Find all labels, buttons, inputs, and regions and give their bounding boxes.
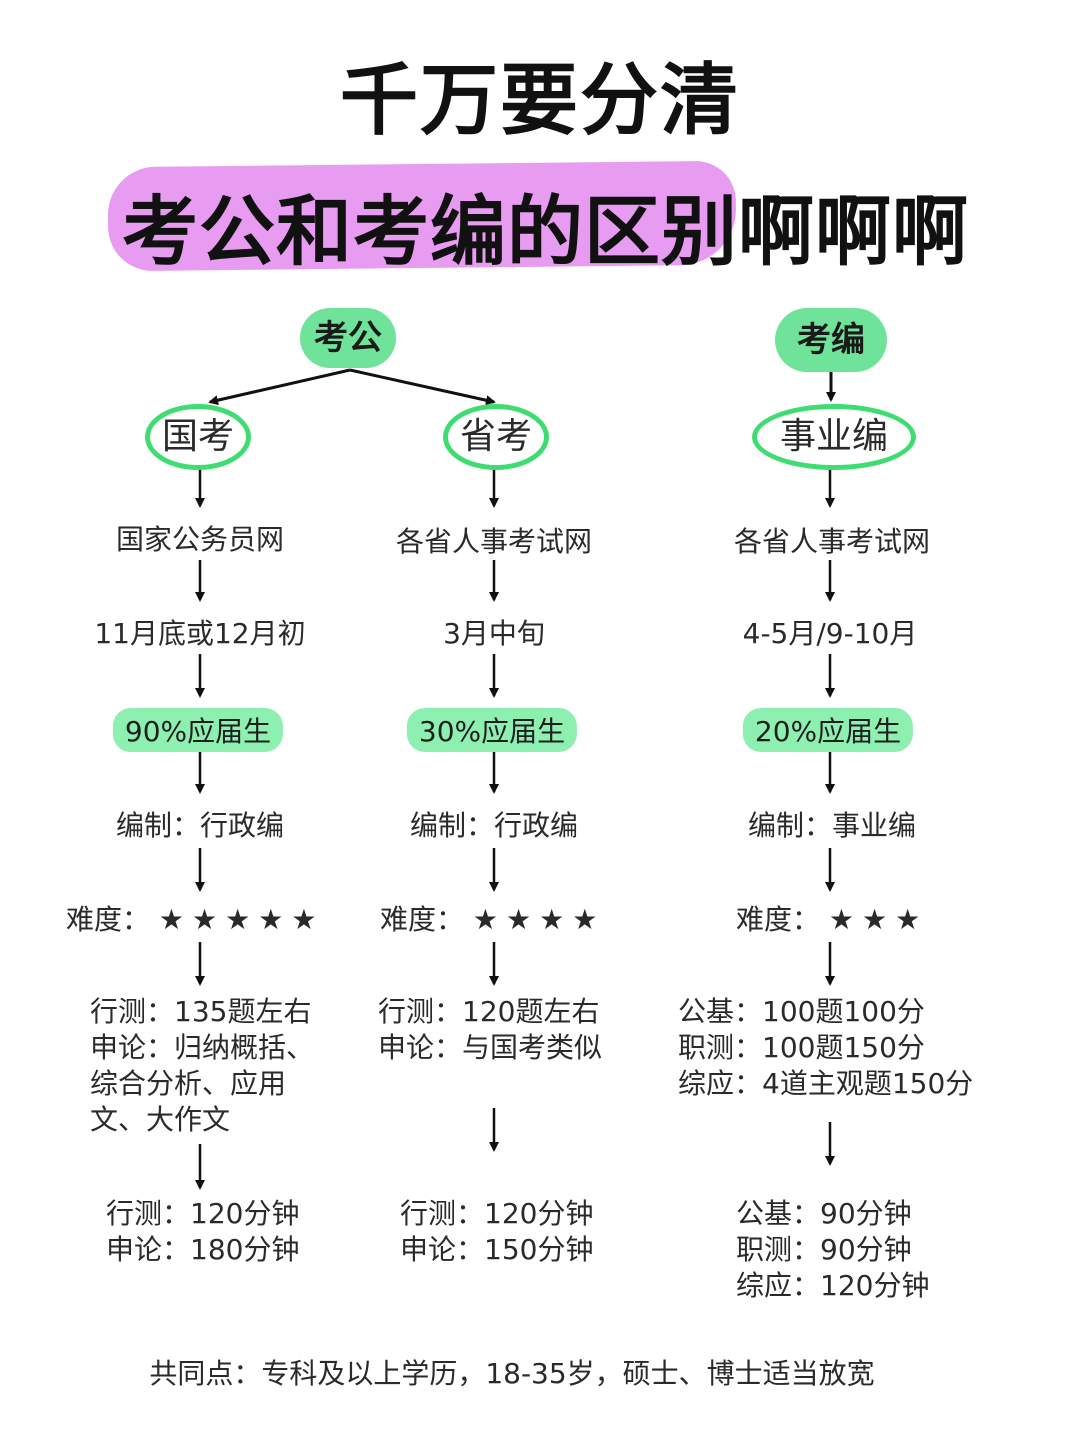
c1-time: 11月底或12月初 [94,617,306,650]
difficulty-label: 难度： [380,903,465,936]
content-line: 申论：归纳概括、 [90,1031,315,1064]
c2-content: 行测：120题左右 申论：与国考类似 [378,994,602,1066]
arrow-kaogong-to-shengkao [349,368,496,406]
c3-fresh-grad: 20%应届生 [742,708,914,752]
difficulty-label: 难度： [736,903,821,936]
duration-line: 公基：90分钟 [736,1197,912,1230]
c1-website: 国家公务员网 [115,523,285,556]
content-line: 行测：120题左右 [378,995,600,1028]
duration-line: 行测：120分钟 [400,1197,594,1230]
difficulty-label: 难度： [66,903,151,936]
content-line: 职测：100题150分 [678,1031,925,1064]
c2-website: 各省人事考试网 [395,525,593,558]
c2-duration: 行测：120分钟 申论：150分钟 [400,1196,593,1268]
content-line: 行测：135题左右 [90,995,312,1028]
page-title: 千万要分清 [339,56,741,146]
difficulty-stars: ★★★ [828,903,929,936]
shengkao-head: 省考 [443,404,549,470]
c3-content: 公基：100题100分 职测：100题150分 综应：4道主观题150分 [678,994,973,1102]
c1-fresh-grad: 90%应届生 [112,708,284,752]
c1-content: 行测：135题左右 申论：归纳概括、 综合分析、应用 文、大作文 [90,994,314,1138]
common-requirements: 共同点：专科及以上学历，18-35岁，硕士、博士适当放宽 [149,1357,875,1390]
c3-staffing: 编制：事业编 [747,809,917,842]
duration-line: 综应：120分钟 [736,1269,930,1302]
c3-website: 各省人事考试网 [733,525,931,558]
c1-staffing: 编制：行政编 [115,809,285,842]
c2-difficulty: 难度： ★★★★ [380,898,605,938]
content-line: 公基：100题100分 [678,995,925,1028]
kaobian-label: 考编 [775,308,887,372]
c1-difficulty: 难度： ★★★★★ [66,898,324,938]
difficulty-stars: ★★★★★ [158,903,325,936]
duration-line: 申论：150分钟 [400,1233,594,1266]
c2-fresh-grad: 30%应届生 [406,708,578,752]
c1-duration: 行测：120分钟 申论：180分钟 [106,1196,299,1268]
shiyebian-head: 事业编 [752,404,916,470]
c2-time: 3月中旬 [443,617,545,650]
content-line: 申论：与国考类似 [378,1031,603,1064]
subtitle-banner: 考公和考编的区别啊啊啊 [107,160,972,276]
content-line: 综应：4道主观题150分 [678,1067,974,1100]
content-line: 综合分析、应用 [90,1067,287,1100]
c3-duration: 公基：90分钟 职测：90分钟 综应：120分钟 [736,1196,929,1304]
kaogong-label: 考公 [300,308,396,368]
c3-difficulty: 难度： ★★★ [736,898,928,938]
page-subtitle: 考公和考编的区别啊啊啊 [122,187,969,276]
content-line: 文、大作文 [90,1103,231,1136]
duration-line: 职测：90分钟 [736,1233,912,1266]
duration-line: 行测：120分钟 [106,1197,300,1230]
c2-staffing: 编制：行政编 [409,809,579,842]
duration-line: 申论：180分钟 [106,1233,300,1266]
c3-time: 4-5月/9-10月 [742,617,918,650]
guokao-head: 国考 [145,404,251,470]
arrow-kaogong-to-guokao [208,368,351,406]
difficulty-stars: ★★★★ [472,903,606,936]
